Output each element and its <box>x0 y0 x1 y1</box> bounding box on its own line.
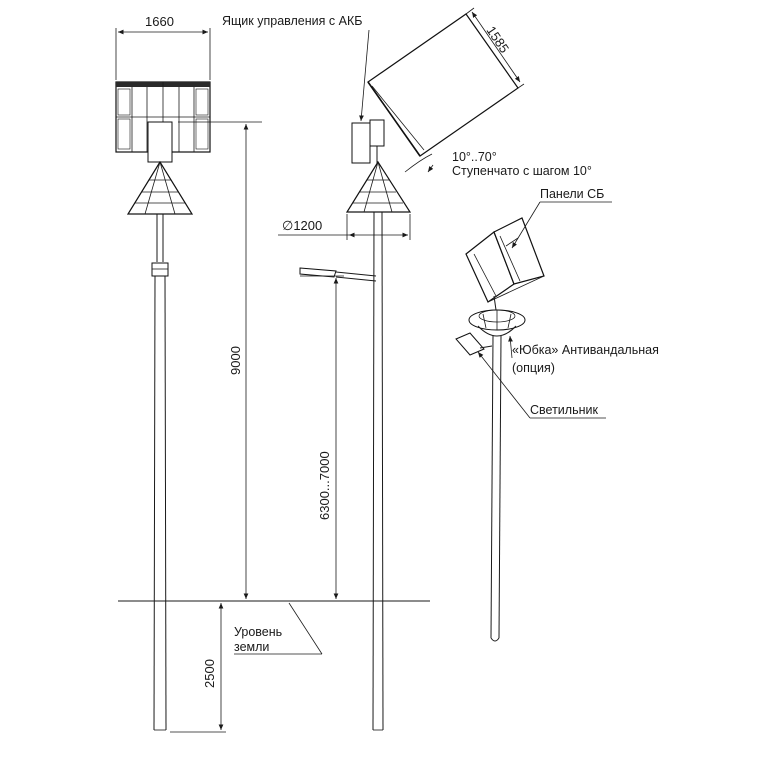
middle-skirt-cone <box>345 160 412 213</box>
svg-text:Уровень: Уровень <box>234 625 282 639</box>
svg-text:Ящик управления с АКБ: Ящик управления с АКБ <box>222 14 362 28</box>
svg-text:«Юбка» Антивандальная: «Юбка» Антивандальная <box>512 343 659 357</box>
svg-text:Ступенчато с шагом 10°: Ступенчато с шагом 10° <box>452 164 592 178</box>
luminaire-label: Светильник <box>477 351 606 419</box>
dim-skirt-diameter: ∅1200 <box>278 214 411 240</box>
middle-pole-side-view <box>299 13 519 731</box>
solar-panels-label: Панели СБ <box>511 187 612 249</box>
middle-luminaire-arm <box>299 267 377 282</box>
ground-label: Уровень земли <box>234 602 323 655</box>
right-luminaire <box>455 332 493 356</box>
svg-text:(опция): (опция) <box>512 361 555 375</box>
skirt-label: «Юбка» Антивандальная (опция) <box>508 335 659 375</box>
svg-text:Светильник: Светильник <box>530 403 598 417</box>
svg-text:земли: земли <box>234 640 269 654</box>
svg-text:Панели СБ: Панели СБ <box>540 187 604 201</box>
dim-pole-height: 9000 <box>178 121 262 599</box>
dim-2500-text: 2500 <box>202 659 217 688</box>
right-skirt <box>468 309 526 337</box>
control-box <box>351 122 371 164</box>
control-box-label: Ящик управления с АКБ <box>222 14 370 122</box>
dim-1200-text: ∅1200 <box>282 218 322 233</box>
dim-burial-depth: 2500 <box>170 603 226 733</box>
left-pole-front-view <box>115 81 211 731</box>
dim-panel-width: 1660 <box>115 14 211 80</box>
right-solar-panels <box>465 217 545 303</box>
right-pole-perspective <box>455 217 545 642</box>
dim-9000-text: 9000 <box>228 346 243 375</box>
dim-luminaire-height: 6300...7000 <box>300 275 344 599</box>
angle-label: 10°..70° Ступенчато с шагом 10° <box>404 150 592 178</box>
svg-text:10°..70°: 10°..70° <box>452 150 497 164</box>
left-skirt-cone <box>126 160 194 215</box>
dim-6300-text: 6300...7000 <box>317 451 332 520</box>
dim-1660-text: 1660 <box>145 14 174 29</box>
